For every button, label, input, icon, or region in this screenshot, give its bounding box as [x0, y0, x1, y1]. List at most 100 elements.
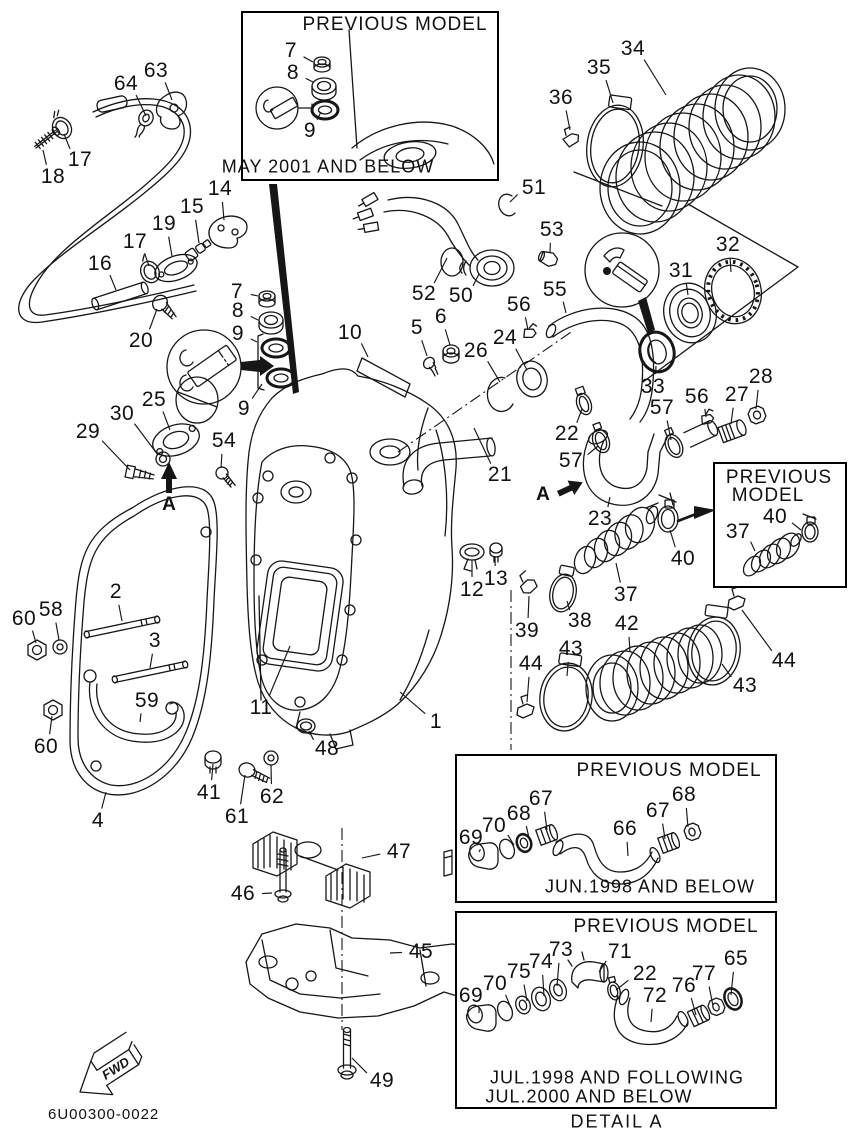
- callout-44: 44: [518, 652, 544, 675]
- inset-may2001-art: [256, 30, 494, 171]
- elbow-21: [402, 438, 496, 496]
- leader-24: [516, 349, 527, 370]
- screw-5: [421, 355, 443, 376]
- detail-a-label: DETAIL A: [570, 1111, 664, 1132]
- bearing-32: [697, 252, 768, 330]
- drawing-code: 6U00300-0022: [48, 1106, 160, 1123]
- leader-32: [730, 258, 731, 272]
- callout-22: 22: [554, 422, 580, 445]
- clamp-43-left: [536, 651, 598, 734]
- callout-39: 39: [514, 619, 540, 642]
- callout-67: 67: [645, 799, 671, 822]
- leader-21: [474, 428, 491, 464]
- callout-9: 9: [303, 119, 317, 142]
- callout-43: 43: [732, 674, 758, 697]
- stud-2: [84, 616, 161, 639]
- callout-55: 55: [542, 278, 568, 301]
- corrugated-hose-37: [571, 503, 660, 577]
- callout-9: 9: [237, 397, 251, 420]
- callout-17: 17: [67, 148, 93, 171]
- callout-27: 27: [724, 383, 750, 406]
- callout-65: 65: [723, 947, 749, 970]
- callout-57: 57: [649, 396, 675, 419]
- callout-4: 4: [91, 809, 105, 832]
- callout-57: 57: [558, 449, 584, 472]
- callout-37: 37: [613, 583, 639, 606]
- callout-59: 59: [134, 689, 160, 712]
- leader-64: [136, 95, 146, 116]
- inset-jun1998-art: [467, 822, 702, 884]
- leader-45: [390, 952, 402, 953]
- callout-30: 30: [109, 402, 135, 425]
- stud-3: [112, 661, 189, 684]
- sender-50: [460, 250, 514, 286]
- callout-36: 36: [548, 86, 574, 109]
- pointer-wedge: [638, 297, 655, 333]
- mount-damper-47: [253, 832, 452, 908]
- callout-49: 49: [369, 1069, 395, 1092]
- callout-75: 75: [506, 960, 532, 983]
- inset-right-prev-art: [740, 514, 818, 579]
- callout-60: 60: [11, 607, 37, 630]
- leader-75: [524, 985, 527, 1001]
- leader-67: [545, 812, 547, 830]
- callout-47: 47: [386, 840, 412, 863]
- water-hose-55: [544, 308, 653, 422]
- callout-72: 72: [642, 984, 668, 1007]
- leader-56: [705, 409, 706, 417]
- callout-18: 18: [40, 165, 66, 188]
- callout-50: 50: [448, 284, 474, 307]
- leader-43: [722, 664, 731, 677]
- leader-16: [110, 275, 116, 290]
- bracket-63: [156, 92, 186, 129]
- leader-46: [262, 893, 272, 894]
- leader-25: [163, 411, 170, 430]
- inset-jul1998-art: [465, 952, 745, 1044]
- callout-70: 70: [481, 814, 507, 837]
- leader-47: [362, 854, 380, 858]
- callout-67: 67: [528, 787, 554, 810]
- leader-43: [567, 662, 568, 676]
- clamp-43-right: [684, 603, 746, 688]
- ref-letter-a-1: A: [162, 494, 176, 515]
- clamp-22: [572, 386, 595, 417]
- leader-8: [306, 78, 313, 82]
- callout-66: 66: [612, 817, 638, 840]
- clamp-17b: [134, 252, 163, 286]
- leader-29: [102, 441, 130, 470]
- callout-42: 42: [614, 612, 640, 635]
- callout-14: 14: [207, 177, 233, 200]
- fwd-arrow: FWD: [66, 1032, 150, 1108]
- bellows-34: [600, 68, 785, 234]
- leader-37: [616, 563, 620, 583]
- inset-box-right-prev: [714, 463, 846, 587]
- leader-38: [567, 601, 570, 610]
- clamp-57b: [659, 426, 686, 460]
- leader-57: [588, 446, 598, 455]
- o-ring-52: [441, 248, 463, 276]
- callout-73: 73: [548, 938, 574, 961]
- inset-right-title-1: PREVIOUS: [725, 467, 833, 488]
- callout-2: 2: [109, 580, 123, 603]
- callout-1: 1: [429, 710, 443, 733]
- screw-64: [130, 108, 155, 141]
- joint-15: [184, 238, 212, 262]
- bolt-49: [338, 1028, 356, 1080]
- tube-64: [96, 95, 128, 113]
- washer-58: [53, 640, 67, 654]
- o-ring-48: [297, 719, 315, 733]
- callout-38: 38: [567, 609, 593, 632]
- leader-70: [508, 835, 514, 845]
- leader-61: [241, 775, 245, 804]
- leader-17: [145, 253, 149, 266]
- leader-77: [709, 987, 713, 1006]
- ref-a-up-arrow: [161, 462, 177, 493]
- leader-51: [510, 195, 518, 202]
- nut-60a: [28, 640, 46, 660]
- leader-54: [221, 454, 222, 468]
- callout-54: 54: [211, 429, 237, 452]
- callout-22: 22: [632, 962, 658, 985]
- clamp-35: [582, 93, 650, 191]
- callout-11: 11: [249, 696, 273, 719]
- leader-9: [252, 384, 262, 398]
